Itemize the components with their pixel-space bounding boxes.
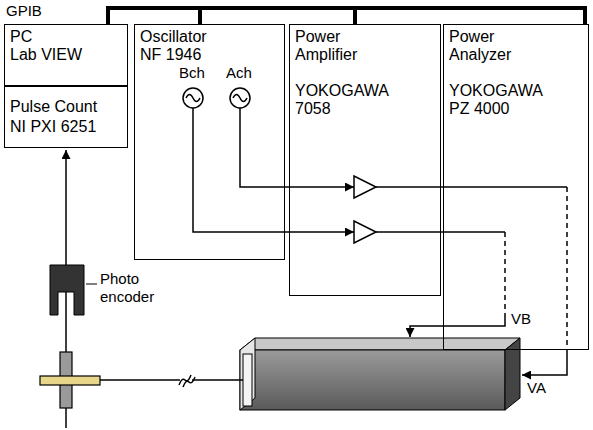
model-name: NI PXI 6251 [10,118,122,136]
device-name: PC [10,28,122,46]
model-name: Lab VIEW [10,46,122,64]
encoder-disk [40,292,100,428]
bus-label: GPIB [6,2,42,20]
device-name: Pulse Count [10,98,122,116]
motor-body [240,338,520,410]
signal-label: VB [511,310,531,328]
model-name: YOKOGAWA PZ 4000 [449,82,549,118]
model-name: NF 1946 [140,46,279,64]
leader-line [86,284,97,285]
device-box: Power AnalyzerYOKOGAWA PZ 4000 [443,24,589,350]
device-box: Pulse Count NI PXI 6251 [4,86,128,148]
device-name: Power Analyzer [449,28,529,64]
ac-source-symbol [183,88,203,108]
channel-label: Bch [179,64,205,82]
signal-wire [240,108,354,187]
amplifier-symbol [354,221,376,243]
photo-encoder-symbol [50,265,84,315]
signal-label: VA [527,379,546,397]
part-label: Photo encoder [100,270,162,306]
device-name: Oscillator [140,28,279,46]
channel-label: Ach [226,64,252,82]
device-name: Power Amplifier [295,28,375,64]
signal-arrow [65,150,67,265]
shaft [100,375,243,387]
device-box: PCLab VIEW [4,24,128,86]
gpib-bus [108,8,355,24]
ac-source-symbol [230,88,250,108]
signal-wire [193,108,354,232]
gpib-bus [108,8,585,24]
device-box: OscillatorNF 1946 [134,24,285,260]
device-box: Power AmplifierYOKOGAWA 7058 [289,24,441,296]
amplifier-symbol [354,176,376,198]
gpib-bus [108,8,200,24]
model-name: YOKOGAWA 7058 [295,82,395,118]
